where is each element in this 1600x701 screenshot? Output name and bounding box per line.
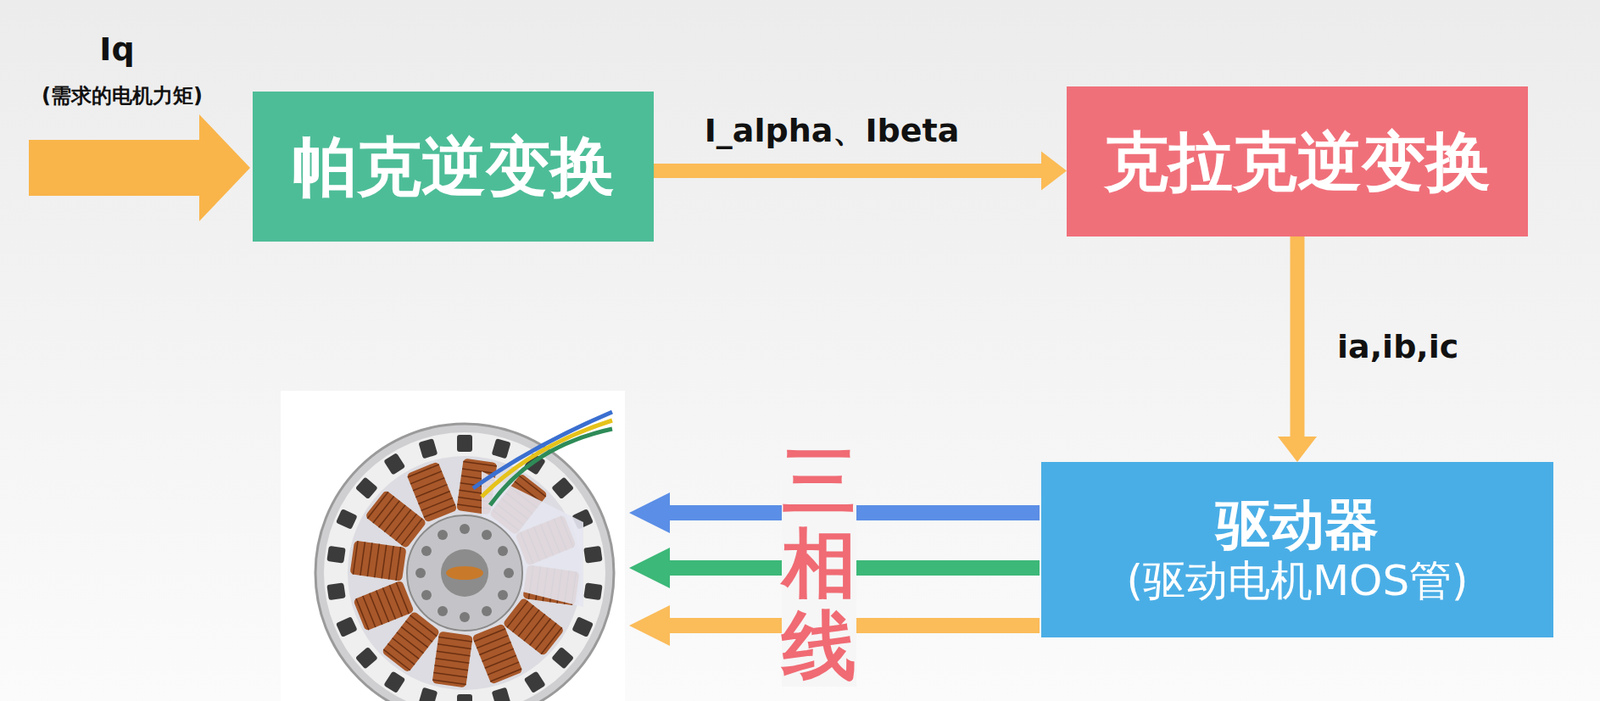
bolt xyxy=(497,590,508,601)
bolt xyxy=(437,529,448,541)
flow-arrow xyxy=(653,151,1067,191)
coil xyxy=(471,623,523,685)
bolt xyxy=(421,590,432,601)
magnet xyxy=(326,582,346,601)
flow-arrow xyxy=(1277,236,1317,463)
magnet xyxy=(571,616,594,638)
magnet xyxy=(551,646,575,670)
bolt xyxy=(421,546,432,557)
bolt xyxy=(481,606,492,617)
magnet xyxy=(326,546,346,564)
input-arrow xyxy=(28,114,251,222)
magnet xyxy=(383,670,406,694)
magnet xyxy=(491,687,512,701)
bolt xyxy=(459,612,470,623)
coil xyxy=(432,631,474,689)
process-box: 克拉克逆变换 xyxy=(1066,86,1528,237)
box-subtitle: (驱动电机MOS管) xyxy=(1126,557,1468,607)
box-title: 驱动器 xyxy=(1215,494,1379,558)
magnet xyxy=(418,687,438,701)
process-box: 帕克逆变换 xyxy=(252,91,654,242)
magnet xyxy=(335,616,358,638)
magnet xyxy=(524,670,547,694)
process-box: 驱动器(驱动电机MOS管) xyxy=(1041,462,1554,638)
motor-illustration xyxy=(315,412,614,701)
magnet xyxy=(335,508,358,530)
bearing xyxy=(440,549,489,597)
magnet xyxy=(418,438,438,459)
bolt xyxy=(437,606,448,617)
signal-label: Iq xyxy=(99,30,134,68)
bolt xyxy=(503,568,514,579)
magnet xyxy=(583,582,603,601)
box-title: 帕克逆变换 xyxy=(292,129,615,204)
box-title: 克拉克逆变换 xyxy=(1103,124,1491,199)
magnet xyxy=(491,438,512,459)
arrow-head xyxy=(1277,436,1317,463)
magnet xyxy=(583,546,603,564)
hub xyxy=(406,515,523,631)
shaft xyxy=(445,566,484,580)
arrow-head xyxy=(1041,151,1067,191)
arrow-shaft xyxy=(1290,236,1305,441)
motor-wire xyxy=(490,429,613,506)
vertical-label: 三相线 xyxy=(781,440,857,687)
magnet xyxy=(355,476,379,500)
magnet xyxy=(383,452,406,476)
magnet xyxy=(457,434,473,452)
signal-label: ia,ib,ic xyxy=(1337,328,1459,366)
motor-rim xyxy=(315,423,614,701)
bolt xyxy=(415,568,426,579)
arrow-shaft xyxy=(653,163,1045,179)
magnet xyxy=(551,476,575,500)
coil xyxy=(352,579,414,631)
bolt xyxy=(481,529,492,541)
bolt xyxy=(459,524,470,535)
magnet xyxy=(355,646,379,670)
motor-rim-inner xyxy=(323,432,606,701)
signal-label: (需求的电机力矩) xyxy=(41,82,203,110)
coil xyxy=(350,540,407,582)
coil xyxy=(406,461,458,523)
magnet xyxy=(457,694,473,701)
bolt xyxy=(497,546,508,557)
signal-label: I_alpha、Ibeta xyxy=(704,109,960,153)
